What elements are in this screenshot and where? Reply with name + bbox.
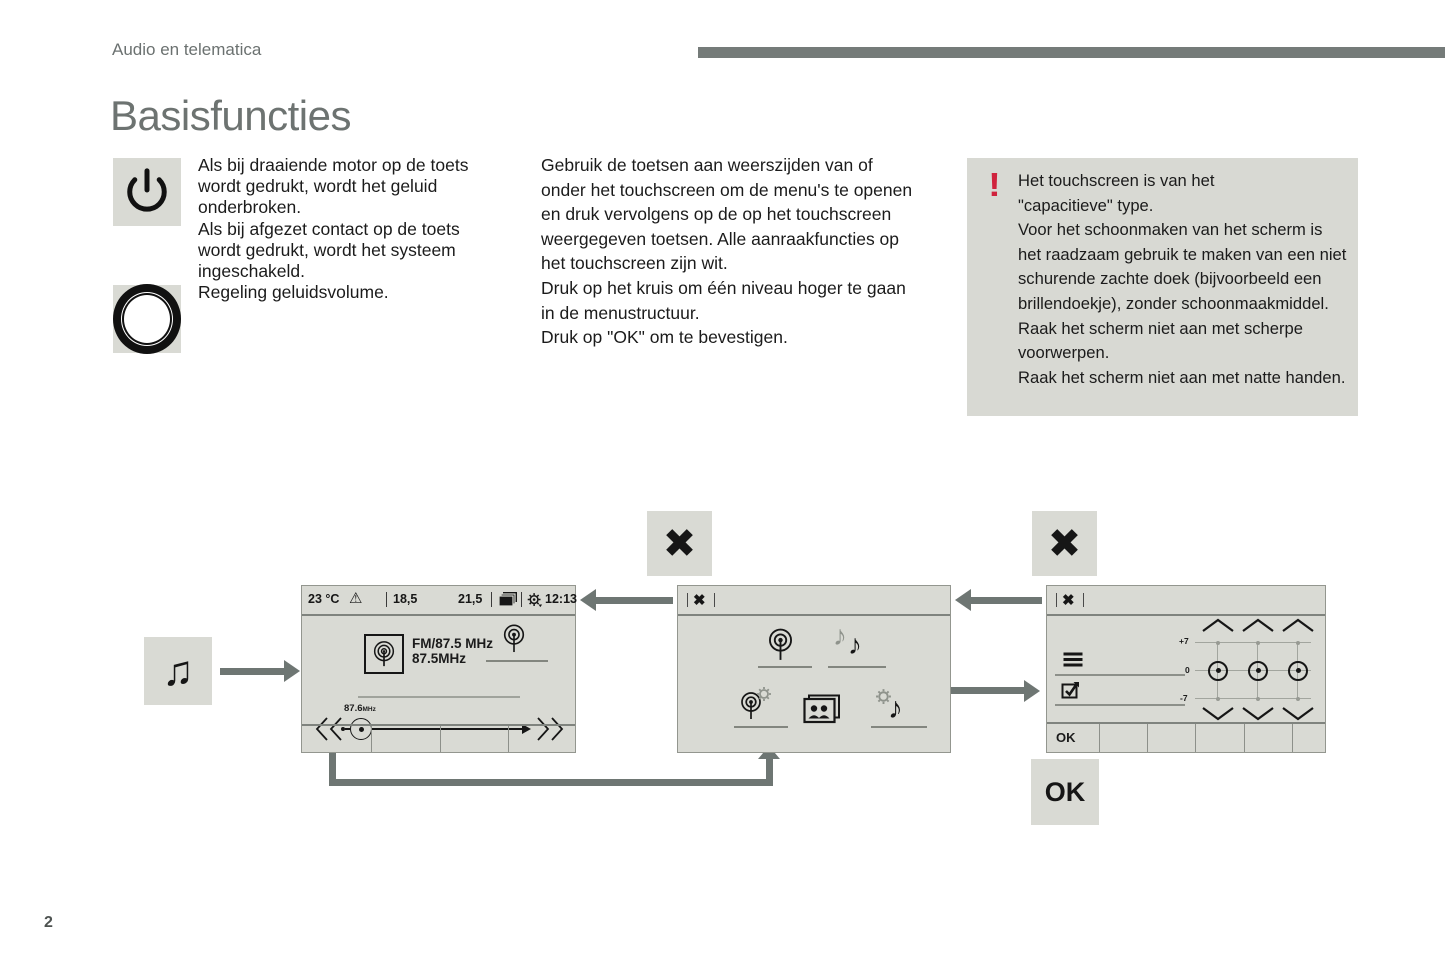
eq-up-icon[interactable] — [1241, 618, 1275, 638]
return-arrow-segment — [766, 758, 773, 786]
close-icon[interactable]: ✖ — [1062, 592, 1075, 609]
close-icon: ✖ — [1047, 521, 1082, 566]
power-icon — [124, 167, 170, 218]
eq-cursor[interactable] — [1248, 660, 1268, 681]
settings-screen: ✖ +7 0 -7 — [1046, 585, 1326, 753]
outside-temp: 23 °C — [308, 592, 340, 606]
menu-photo-icon[interactable] — [803, 694, 841, 729]
warning-note: ! Het touchscreen is van het "capacitiev… — [967, 158, 1358, 416]
eq-zero-label: 0 — [1185, 665, 1190, 675]
clock-time: 12:13 — [545, 592, 577, 606]
settings-bottom-bar: OK — [1047, 722, 1325, 752]
warning-exclamation-icon: ! — [988, 166, 1001, 203]
menu-screen: ✖ ♪ ♪ — [677, 585, 951, 753]
menu-media-icon[interactable]: ♪ ♪ — [833, 620, 862, 660]
power-description: Als bij draaiende motor op de toets word… — [198, 155, 469, 303]
music-notes-icon: ♫ — [162, 647, 194, 694]
arrowhead — [1024, 680, 1040, 702]
radio-bottom-bar — [302, 724, 575, 752]
station-logo-icon — [364, 634, 404, 674]
media-key[interactable]: ♫ — [144, 637, 212, 705]
arrowhead — [284, 660, 300, 682]
status-bar: 23 °C ⚠ 18,5 21,5 — [302, 586, 577, 616]
menu-radio-icon[interactable] — [767, 628, 794, 666]
eq-up-icon[interactable] — [1201, 618, 1235, 638]
radio-source-icon[interactable] — [502, 624, 526, 658]
eq-cursor[interactable] — [1208, 660, 1228, 681]
close-key-menu[interactable]: ✖ — [647, 511, 712, 576]
return-arrow-segment — [329, 779, 773, 786]
temp-left: 18,5 — [393, 592, 418, 606]
section-header: Audio en telematica — [112, 40, 262, 59]
arrow-settings-to-menu — [971, 597, 1042, 604]
power-key[interactable] — [113, 158, 181, 226]
seek-back-icon[interactable] — [314, 716, 344, 747]
station-band: FM/87.5 MHz — [412, 636, 494, 651]
checkbox-icon[interactable] — [1061, 680, 1083, 705]
menu-media-settings-icon[interactable]: ♪ — [875, 686, 919, 730]
tuner-frequency-label: 87.6MHz — [344, 703, 376, 714]
ok-key-label: OK — [1044, 776, 1086, 807]
usage-description: Gebruik de toetsen aan weerszijden van o… — [541, 155, 913, 348]
close-key-settings[interactable]: ✖ — [1032, 511, 1097, 576]
settings-gear-icon — [527, 592, 543, 613]
eq-cursor[interactable] — [1288, 660, 1308, 681]
menu-top-bar: ✖ — [678, 586, 950, 616]
tuner-start-dot — [341, 727, 345, 731]
return-arrow-segment — [329, 736, 336, 786]
close-icon[interactable]: ✖ — [693, 592, 706, 609]
eq-down-icon[interactable] — [1281, 706, 1315, 726]
volume-knob[interactable] — [113, 284, 181, 354]
list-menu-icon[interactable] — [1063, 652, 1083, 672]
page-title: Basisfuncties — [110, 92, 351, 139]
pages-icon — [498, 591, 518, 613]
eq-min-label: -7 — [1180, 693, 1188, 703]
arrow-media-to-radio — [220, 668, 284, 675]
page-number: 2 — [44, 914, 53, 931]
arrow-menu-to-settings — [902, 687, 1024, 694]
seek-forward-icon[interactable] — [535, 716, 565, 747]
settings-top-bar: ✖ — [1047, 586, 1325, 616]
tuner-track — [372, 728, 522, 730]
eq-up-icon[interactable] — [1281, 618, 1315, 638]
knob-icon — [113, 284, 181, 354]
eq-max-label: +7 — [1179, 636, 1189, 646]
ok-soft-label[interactable]: OK — [1056, 730, 1076, 745]
close-icon: ✖ — [662, 521, 697, 566]
warning-triangle-icon: ⚠ — [349, 590, 363, 607]
eq-down-icon[interactable] — [1241, 706, 1275, 726]
arrowhead — [955, 589, 971, 611]
warning-text: Het touchscreen is van het "capacitieve"… — [1018, 171, 1347, 387]
station-frequency: 87.5MHz — [412, 651, 467, 666]
temp-right: 21,5 — [458, 592, 483, 606]
ok-key[interactable]: OK — [1031, 759, 1099, 825]
eq-down-icon[interactable] — [1201, 706, 1235, 726]
arrow-menu-to-radio — [596, 597, 673, 604]
arrowhead — [580, 589, 596, 611]
radio-screen: 23 °C ⚠ 18,5 21,5 — [301, 585, 577, 753]
menu-radio-settings-icon[interactable] — [740, 687, 771, 725]
header-rule — [698, 47, 1445, 58]
